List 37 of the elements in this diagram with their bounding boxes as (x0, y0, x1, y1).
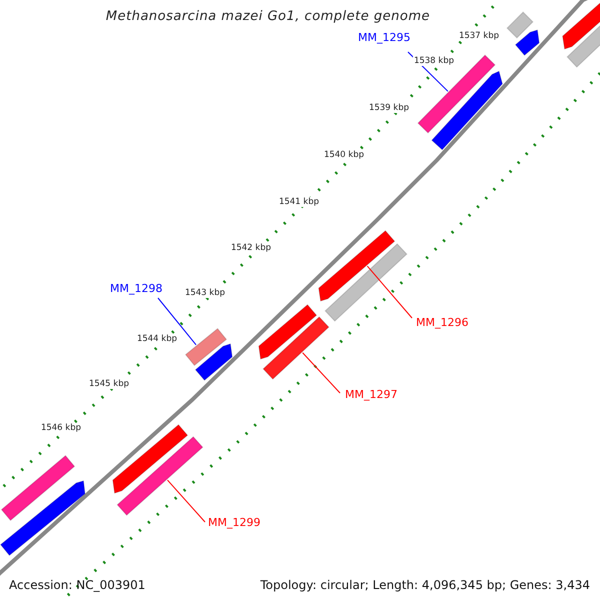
gene-label: MM_1297 (345, 388, 398, 401)
gene-feature (417, 54, 496, 134)
gene-feature (0, 480, 86, 556)
gene-feature (112, 424, 188, 494)
tick-label: 1539 kbp (368, 103, 410, 113)
gene-feature (116, 436, 204, 516)
gene-feature (318, 230, 396, 302)
leader-line (158, 298, 197, 346)
tick-label: 1543 kbp (184, 288, 226, 298)
gene-feature (194, 343, 233, 381)
tick-label: 1542 kbp (230, 243, 272, 253)
tick-label: 1541 kbp (278, 197, 320, 207)
leader-line (166, 480, 206, 522)
tick-label: 1546 kbp (40, 423, 82, 433)
gene-feature (184, 328, 228, 366)
gene-feature (262, 316, 330, 380)
gene-feature (506, 11, 534, 39)
tick-label: 1538 kbp (412, 56, 455, 66)
leader-line (302, 352, 340, 394)
footer-note: Topology: circular; Length: 4,096,345 bp; Genes: 3,434 (260, 578, 590, 592)
footer-note: Accession: NC_003901 (9, 578, 146, 592)
tick-label: 1544 kbp (136, 334, 178, 344)
gene-feature (431, 70, 503, 150)
gene-feature (514, 29, 540, 56)
gene-label: MM_1298 (110, 282, 162, 295)
gene-feature (258, 304, 318, 360)
gene-label: MM_1299 (208, 516, 260, 529)
map-title: Methanosarcina mazei Go1, complete genome (106, 9, 430, 24)
tick-label: 1540 kbp (322, 150, 365, 160)
gene-label: MM_1296 (416, 316, 468, 329)
leader-line (366, 266, 412, 318)
gene-feature (324, 243, 408, 322)
gene-label: MM_1295 (358, 31, 410, 44)
gene-feature (562, 2, 600, 50)
tick-label: 1545 kbp (88, 379, 130, 389)
tick-label: 1537 kbp (458, 31, 500, 41)
gene-feature (0, 454, 76, 522)
